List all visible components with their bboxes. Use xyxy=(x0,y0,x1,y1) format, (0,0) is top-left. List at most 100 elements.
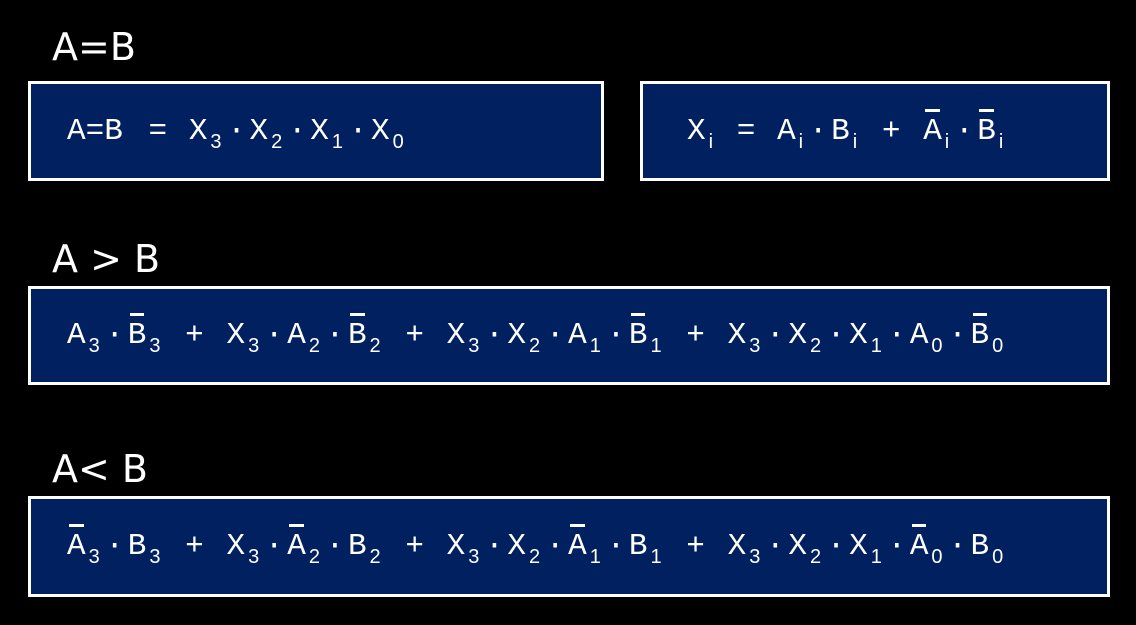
and-operator: · xyxy=(826,529,846,564)
variable-letter: X xyxy=(849,529,868,564)
variable-letter: B xyxy=(628,529,648,564)
or-operator: + xyxy=(405,318,424,353)
and-operator: · xyxy=(485,318,504,353)
and-operator: · xyxy=(808,113,828,149)
and-operator: · xyxy=(887,529,907,564)
variable-letter: B xyxy=(628,313,648,353)
heading-greater: A > B xyxy=(52,237,161,281)
equals-sign: = xyxy=(736,113,756,149)
variable-subscript: 2 xyxy=(529,335,541,357)
variable-letter: A xyxy=(287,318,306,353)
variable-subscript: 2 xyxy=(809,335,822,357)
variable-subscript: 1 xyxy=(650,546,662,568)
and-operator: · xyxy=(887,318,907,353)
variable-letter: X xyxy=(687,113,706,149)
variable-subscript: 3 xyxy=(468,335,480,357)
variable-subscript: 3 xyxy=(749,546,761,568)
variable-subscript: 3 xyxy=(88,546,100,568)
variable-subscript: 2 xyxy=(369,546,381,568)
variable-subscript: 0 xyxy=(392,130,404,153)
variable-letter: X xyxy=(249,113,269,149)
or-operator: + xyxy=(686,529,705,564)
variable-subscript: i xyxy=(944,130,950,153)
variable-letter: X xyxy=(226,318,246,353)
and-operator: · xyxy=(348,113,368,149)
and-operator: · xyxy=(325,318,345,353)
variable-letter: X xyxy=(788,318,807,353)
variable-letter: B xyxy=(977,108,996,149)
variable-letter: X xyxy=(226,529,246,564)
and-operator: · xyxy=(485,529,504,564)
variable-letter: X xyxy=(446,529,466,564)
and-operator: · xyxy=(227,113,246,149)
variable-subscript: 0 xyxy=(992,335,1004,357)
variable-letter: X xyxy=(507,318,527,353)
and-operator: · xyxy=(545,318,565,353)
and-operator: · xyxy=(264,529,284,564)
or-operator: + xyxy=(185,318,204,353)
and-operator: · xyxy=(766,318,785,353)
variable-subscript: 2 xyxy=(809,546,822,568)
equation-lhs: A=B xyxy=(67,113,123,149)
and-operator: · xyxy=(606,529,626,564)
or-operator: + xyxy=(405,529,424,564)
variable-subscript: 2 xyxy=(308,546,320,568)
variable-subscript: 1 xyxy=(589,335,601,357)
variable-subscript: 3 xyxy=(248,335,260,357)
variable-subscript: 1 xyxy=(870,546,882,568)
variable-subscript: 2 xyxy=(308,335,320,357)
variable-letter: X xyxy=(849,318,868,353)
variable-letter: A xyxy=(777,113,796,149)
variable-letter: X xyxy=(371,113,390,149)
variable-subscript: i xyxy=(852,130,858,153)
variable-letter: B xyxy=(831,113,850,149)
and-operator: · xyxy=(105,529,125,564)
variable-letter: B xyxy=(127,529,147,564)
variable-letter: A xyxy=(909,318,929,353)
variable-letter: A xyxy=(909,524,929,564)
and-operator: · xyxy=(826,318,846,353)
or-operator: + xyxy=(185,529,204,564)
or-operator: + xyxy=(881,113,901,149)
variable-subscript: 2 xyxy=(369,335,381,357)
variable-subscript: i xyxy=(798,130,804,153)
or-operator: + xyxy=(686,318,705,353)
variable-subscript: 1 xyxy=(589,546,601,568)
and-operator: · xyxy=(545,529,565,564)
variable-subscript: 2 xyxy=(271,130,283,153)
variable-subscript: 1 xyxy=(331,130,344,153)
variable-letter: X xyxy=(446,318,466,353)
and-operator: · xyxy=(948,318,967,353)
variable-letter: B xyxy=(347,529,367,564)
variable-subscript: 0 xyxy=(931,335,943,357)
variable-subscript: 3 xyxy=(88,335,100,357)
variable-letter: A xyxy=(287,524,306,564)
heading-equal: A=B xyxy=(52,25,136,69)
variable-letter: B xyxy=(347,313,367,353)
variable-letter: A xyxy=(923,108,942,149)
